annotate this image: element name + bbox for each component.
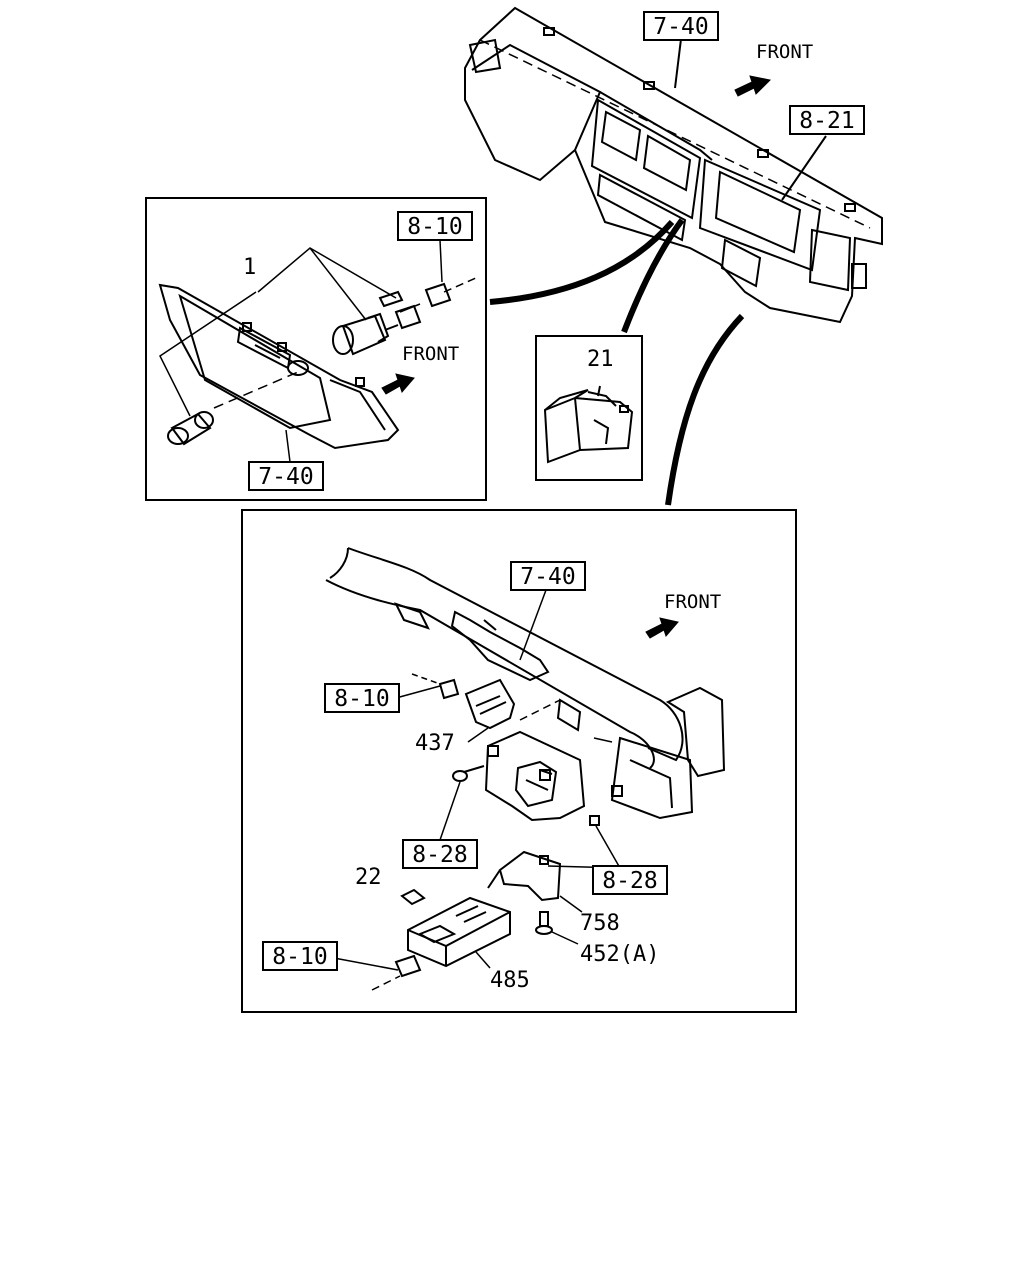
left-inset-drawing: [158, 282, 452, 450]
bottom-ref-panel-text: 7-40: [520, 564, 575, 590]
left-front-text: FRONT: [402, 343, 459, 365]
part-758: 758: [580, 911, 620, 936]
front-arrow-icon: [381, 373, 415, 395]
left-inset-leaders: [159, 239, 477, 463]
top-leaders: [674, 38, 827, 201]
top-ref-meter: 8-21: [789, 105, 865, 135]
bottom-ref-panel: 7-40: [510, 561, 586, 591]
left-ref-panel-text: 7-40: [258, 464, 313, 490]
left-part-1: 1: [243, 255, 256, 280]
bottom-ref-bracket-a-text: 8-28: [412, 842, 467, 868]
bottom-inset-leaders: [333, 589, 623, 991]
left-front-indicator: FRONT: [381, 343, 459, 395]
bottom-ref-harness-a: 8-10: [324, 683, 400, 713]
top-front-indicator: FRONT: [734, 41, 813, 97]
bottom-ref-bracket-a: 8-28: [402, 839, 478, 869]
bottom-ref-bracket-b-text: 8-28: [602, 868, 657, 894]
part-485: 485: [490, 968, 530, 993]
switch-inset-box: [535, 335, 643, 481]
top-ref-panel-text: 7-40: [653, 14, 708, 40]
dashboard-overview: [464, 6, 883, 324]
bottom-ref-bracket-b: 8-28: [592, 865, 668, 895]
bottom-ref-harness-a-text: 8-10: [334, 686, 389, 712]
callout-curves: [489, 218, 745, 506]
bottom-ref-harness-b-text: 8-10: [272, 944, 327, 970]
switch-drawing: [543, 385, 634, 464]
left-ref-harness-text: 8-10: [407, 214, 462, 240]
left-inset-box: [145, 197, 487, 501]
left-ref-harness: 8-10: [397, 211, 473, 241]
part-22: 22: [355, 865, 382, 890]
bottom-inset-box: [241, 509, 797, 1013]
front-arrow-icon: [645, 617, 679, 639]
left-ref-panel: 7-40: [248, 461, 324, 491]
front-arrow-icon: [734, 75, 772, 97]
bottom-front-indicator: FRONT: [645, 591, 721, 639]
bottom-ref-harness-b: 8-10: [262, 941, 338, 971]
switch-part-21: 21: [587, 347, 614, 372]
part-452a: 452(A): [580, 942, 659, 967]
bottom-inset-drawing: [325, 547, 726, 978]
part-437: 437: [415, 731, 455, 756]
top-ref-meter-text: 8-21: [799, 108, 854, 134]
top-ref-panel: 7-40: [643, 11, 719, 41]
top-front-text: FRONT: [756, 41, 813, 63]
bottom-front-text: FRONT: [664, 591, 721, 613]
